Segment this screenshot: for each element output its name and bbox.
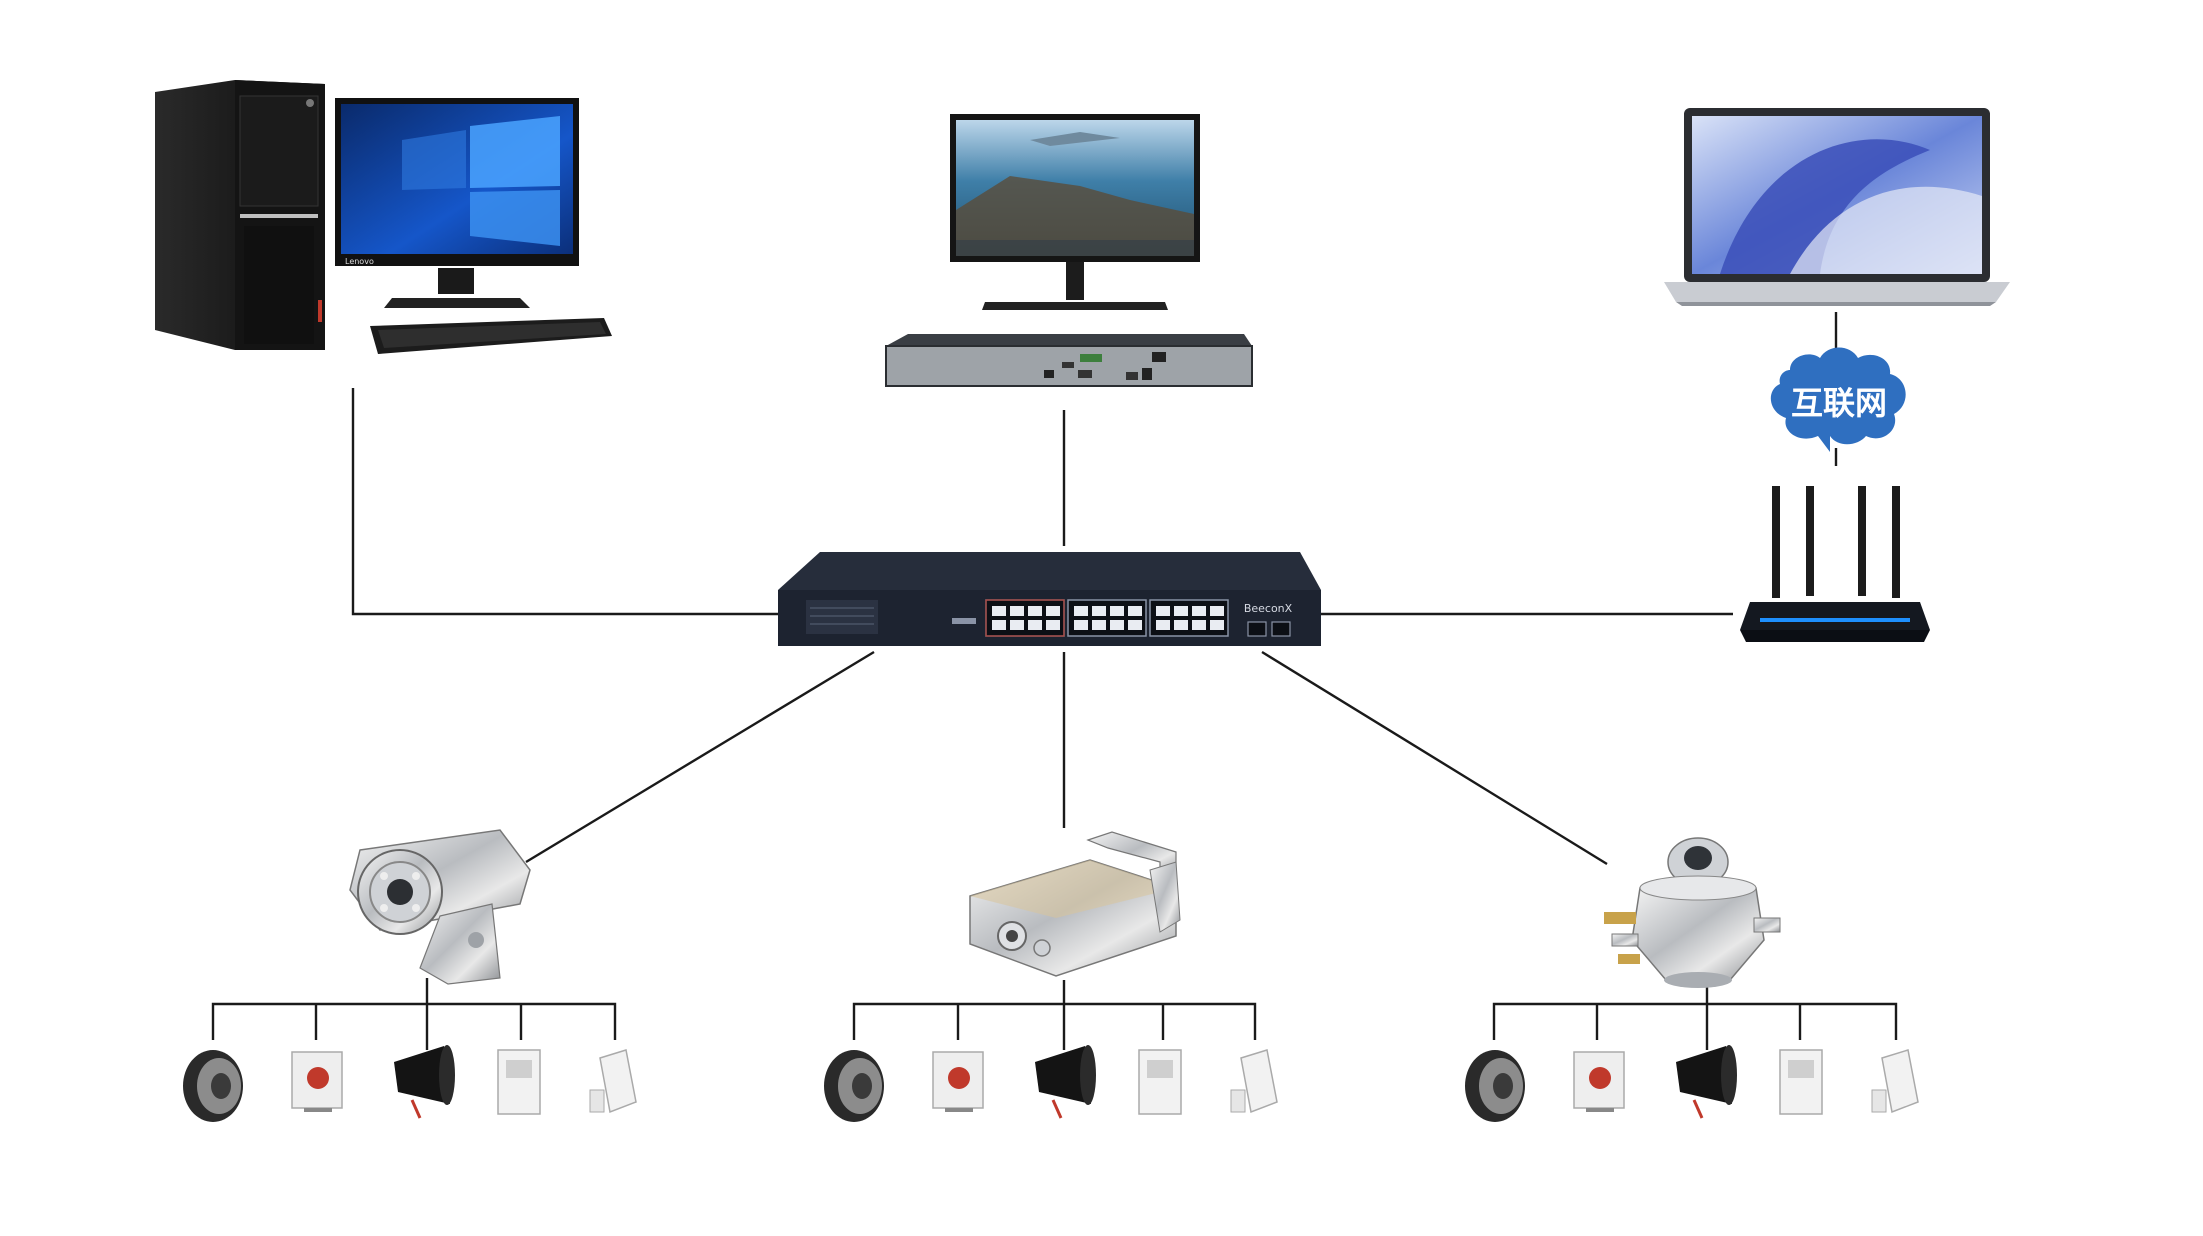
link-switch-to-dome-camera bbox=[1261, 650, 1608, 866]
connection-lines bbox=[211, 312, 1898, 1050]
switch-brand-label: BeeconX bbox=[1244, 602, 1293, 615]
speaker-icon bbox=[1465, 1050, 1525, 1122]
poe-switch-icon: BeeconX bbox=[778, 552, 1321, 646]
pir-sensor-icon bbox=[1138, 1049, 1182, 1115]
siren-horn-icon bbox=[1676, 1045, 1737, 1119]
pc-monitor-brand: Lenovo bbox=[345, 257, 374, 266]
door-contact-sensor-icon bbox=[1871, 1049, 1919, 1114]
desktop-pc-icon: Lenovo bbox=[155, 80, 612, 354]
pir-sensor-icon bbox=[1779, 1049, 1823, 1115]
speaker-icon bbox=[824, 1050, 884, 1122]
emergency-button-icon bbox=[1573, 1051, 1625, 1112]
door-contact-sensor-icon bbox=[1230, 1049, 1278, 1114]
internet-cloud-label: 互联网 bbox=[1791, 384, 1887, 422]
bus-right-rail bbox=[1492, 1002, 1898, 1040]
siren-horn-icon bbox=[394, 1045, 455, 1119]
bus-middle-rail bbox=[852, 1002, 1257, 1040]
peripheral-group-left bbox=[183, 1045, 637, 1122]
link-pc-to-switch bbox=[351, 388, 778, 616]
wifi-router-icon bbox=[1740, 486, 1930, 642]
siren-horn-icon bbox=[1035, 1045, 1096, 1119]
emergency-button-icon bbox=[291, 1051, 343, 1112]
internet-cloud-icon: 互联网 bbox=[1770, 347, 1906, 452]
link-switch-to-bullet-camera bbox=[525, 650, 875, 864]
monitor-icon bbox=[950, 114, 1200, 310]
nvr-recorder-icon bbox=[885, 334, 1253, 387]
emergency-button-icon bbox=[932, 1051, 984, 1112]
switch-port-bank bbox=[985, 599, 1229, 637]
explosion-proof-bullet-camera-icon bbox=[349, 829, 531, 985]
explosion-proof-box-camera-icon bbox=[969, 831, 1181, 977]
explosion-proof-dome-camera-icon bbox=[1604, 837, 1781, 988]
peripheral-group-right bbox=[1465, 1045, 1919, 1122]
bus-left-rail bbox=[211, 1002, 617, 1040]
door-contact-sensor-icon bbox=[589, 1049, 637, 1114]
pir-sensor-icon bbox=[497, 1049, 541, 1115]
peripheral-group-middle bbox=[824, 1045, 1278, 1122]
speaker-icon bbox=[183, 1050, 243, 1122]
laptop-icon bbox=[1664, 108, 2010, 306]
